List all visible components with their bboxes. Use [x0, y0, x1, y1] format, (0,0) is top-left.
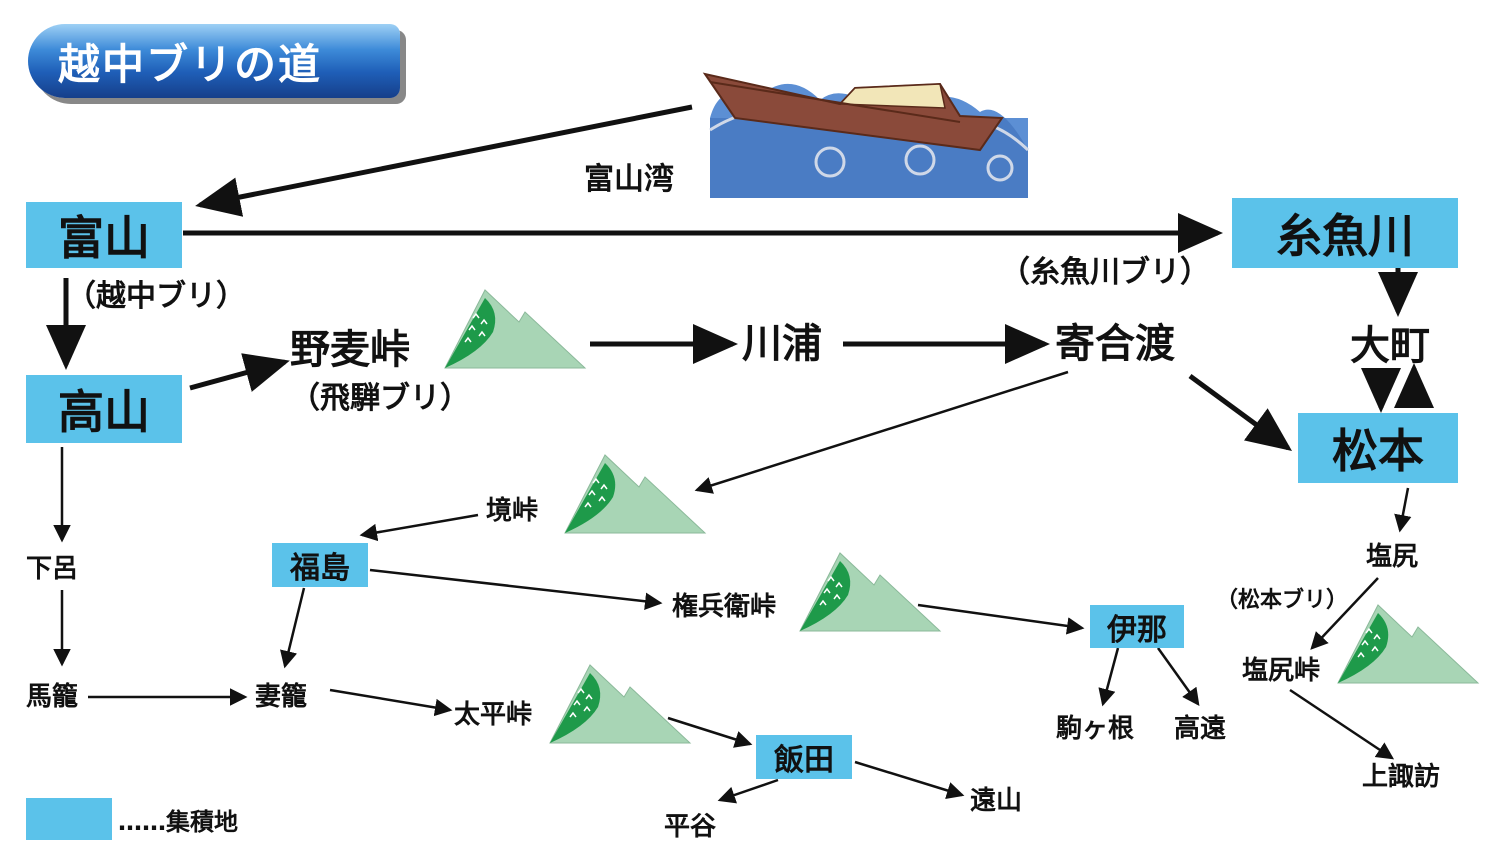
arrow-gonbei-ina [917, 603, 1085, 635]
legend-swatch [26, 798, 112, 840]
arrow-iida-toyama-mt [854, 760, 965, 799]
label-kawaura: 川浦 [742, 321, 822, 367]
label-tsumago: 妻籠 [255, 682, 308, 712]
label-magome: 馬籠 [26, 682, 79, 712]
label-shiojiri: 塩尻 [1366, 542, 1419, 572]
arrow-shiojiri-shiojiritoge [1310, 577, 1379, 650]
arrow-takayama-nomugi [189, 353, 290, 392]
node-itoigawa-label: 糸魚川 [1276, 209, 1414, 263]
label-shiojiritoge: 塩尻峠 [1242, 656, 1321, 686]
label-hida-buri: （飛騨ブリ） [290, 381, 470, 416]
node-fukushima: 福島 [272, 543, 368, 587]
node-fukushima-label: 福島 [290, 551, 350, 586]
node-itoigawa: 糸魚川 [1232, 198, 1458, 268]
label-yoriaido: 寄合渡 [1055, 321, 1175, 367]
node-matsumoto-label: 松本 [1332, 424, 1424, 478]
node-takayama: 高山 [26, 375, 182, 443]
mountain-icon-gonbei [799, 552, 941, 632]
mountain-icon-shiojiri [1337, 604, 1479, 684]
arrow-ina-takato [1156, 647, 1200, 707]
arrow-sakai-fukushima [359, 513, 479, 542]
node-toyama: 富山 [26, 202, 182, 268]
label-takato: 高遠 [1174, 714, 1227, 744]
node-iida: 飯田 [756, 735, 852, 779]
title-badge: 越中ブリの道 [28, 24, 400, 98]
arrow-taihei-iida [667, 716, 753, 748]
arrow-fukushima-tsumago [280, 587, 306, 669]
arrow-matsumoto-shiojiri [1394, 487, 1412, 533]
arrow-yoriaido-matsumoto [1188, 373, 1293, 451]
label-taihei: 太平峠 [454, 700, 533, 730]
node-ina: 伊那 [1090, 605, 1184, 648]
legend-label: ……集積地 [118, 807, 238, 836]
label-sakaitoge: 境峠 [486, 496, 539, 526]
label-kamisuwa: 上諏訪 [1362, 762, 1441, 792]
label-hiraya: 平谷 [664, 812, 717, 842]
mountain-icon-sakai [564, 454, 706, 534]
node-ina-label: 伊那 [1107, 612, 1167, 648]
label-etchu-buri: （越中ブリ） [66, 279, 246, 314]
arrow-shiojiritoge-kamisuwa [1289, 688, 1395, 760]
node-toyama-label: 富山 [58, 211, 150, 265]
arrow-bay-toyama [195, 104, 693, 217]
boat-waves-icon [702, 72, 1030, 198]
node-iida-label: 飯田 [774, 743, 834, 778]
legend: ……集積地 [26, 797, 238, 841]
label-gero: 下呂 [26, 554, 79, 584]
arrow-fukushima-gonbei [369, 568, 663, 610]
mountain-icon-taihei [549, 664, 691, 744]
label-itoigawa-buri: （糸魚川ブリ） [1000, 255, 1210, 290]
mountain-icon-nomugi [444, 289, 586, 369]
arrow-tsumago-taihei [329, 688, 453, 717]
node-matsumoto: 松本 [1298, 413, 1458, 483]
label-nomugi: 野麦峠 [290, 327, 410, 373]
arrow-iida-hiraya [717, 778, 779, 804]
label-toyama-mt: 遠山 [970, 786, 1023, 816]
arrow-ina-komagane [1098, 647, 1120, 707]
page-title: 越中ブリの道 [58, 39, 323, 89]
label-komagane: 駒ヶ根 [1056, 714, 1135, 744]
label-toyama-bay: 富山湾 [584, 162, 674, 197]
node-takayama-label: 高山 [58, 385, 150, 439]
arrow-yoriaido-sakai [694, 370, 1069, 494]
label-gonbei: 権兵衛峠 [672, 592, 777, 622]
label-omachi: 大町 [1350, 323, 1430, 369]
label-matsumoto-buri: （松本ブリ） [1216, 588, 1349, 613]
